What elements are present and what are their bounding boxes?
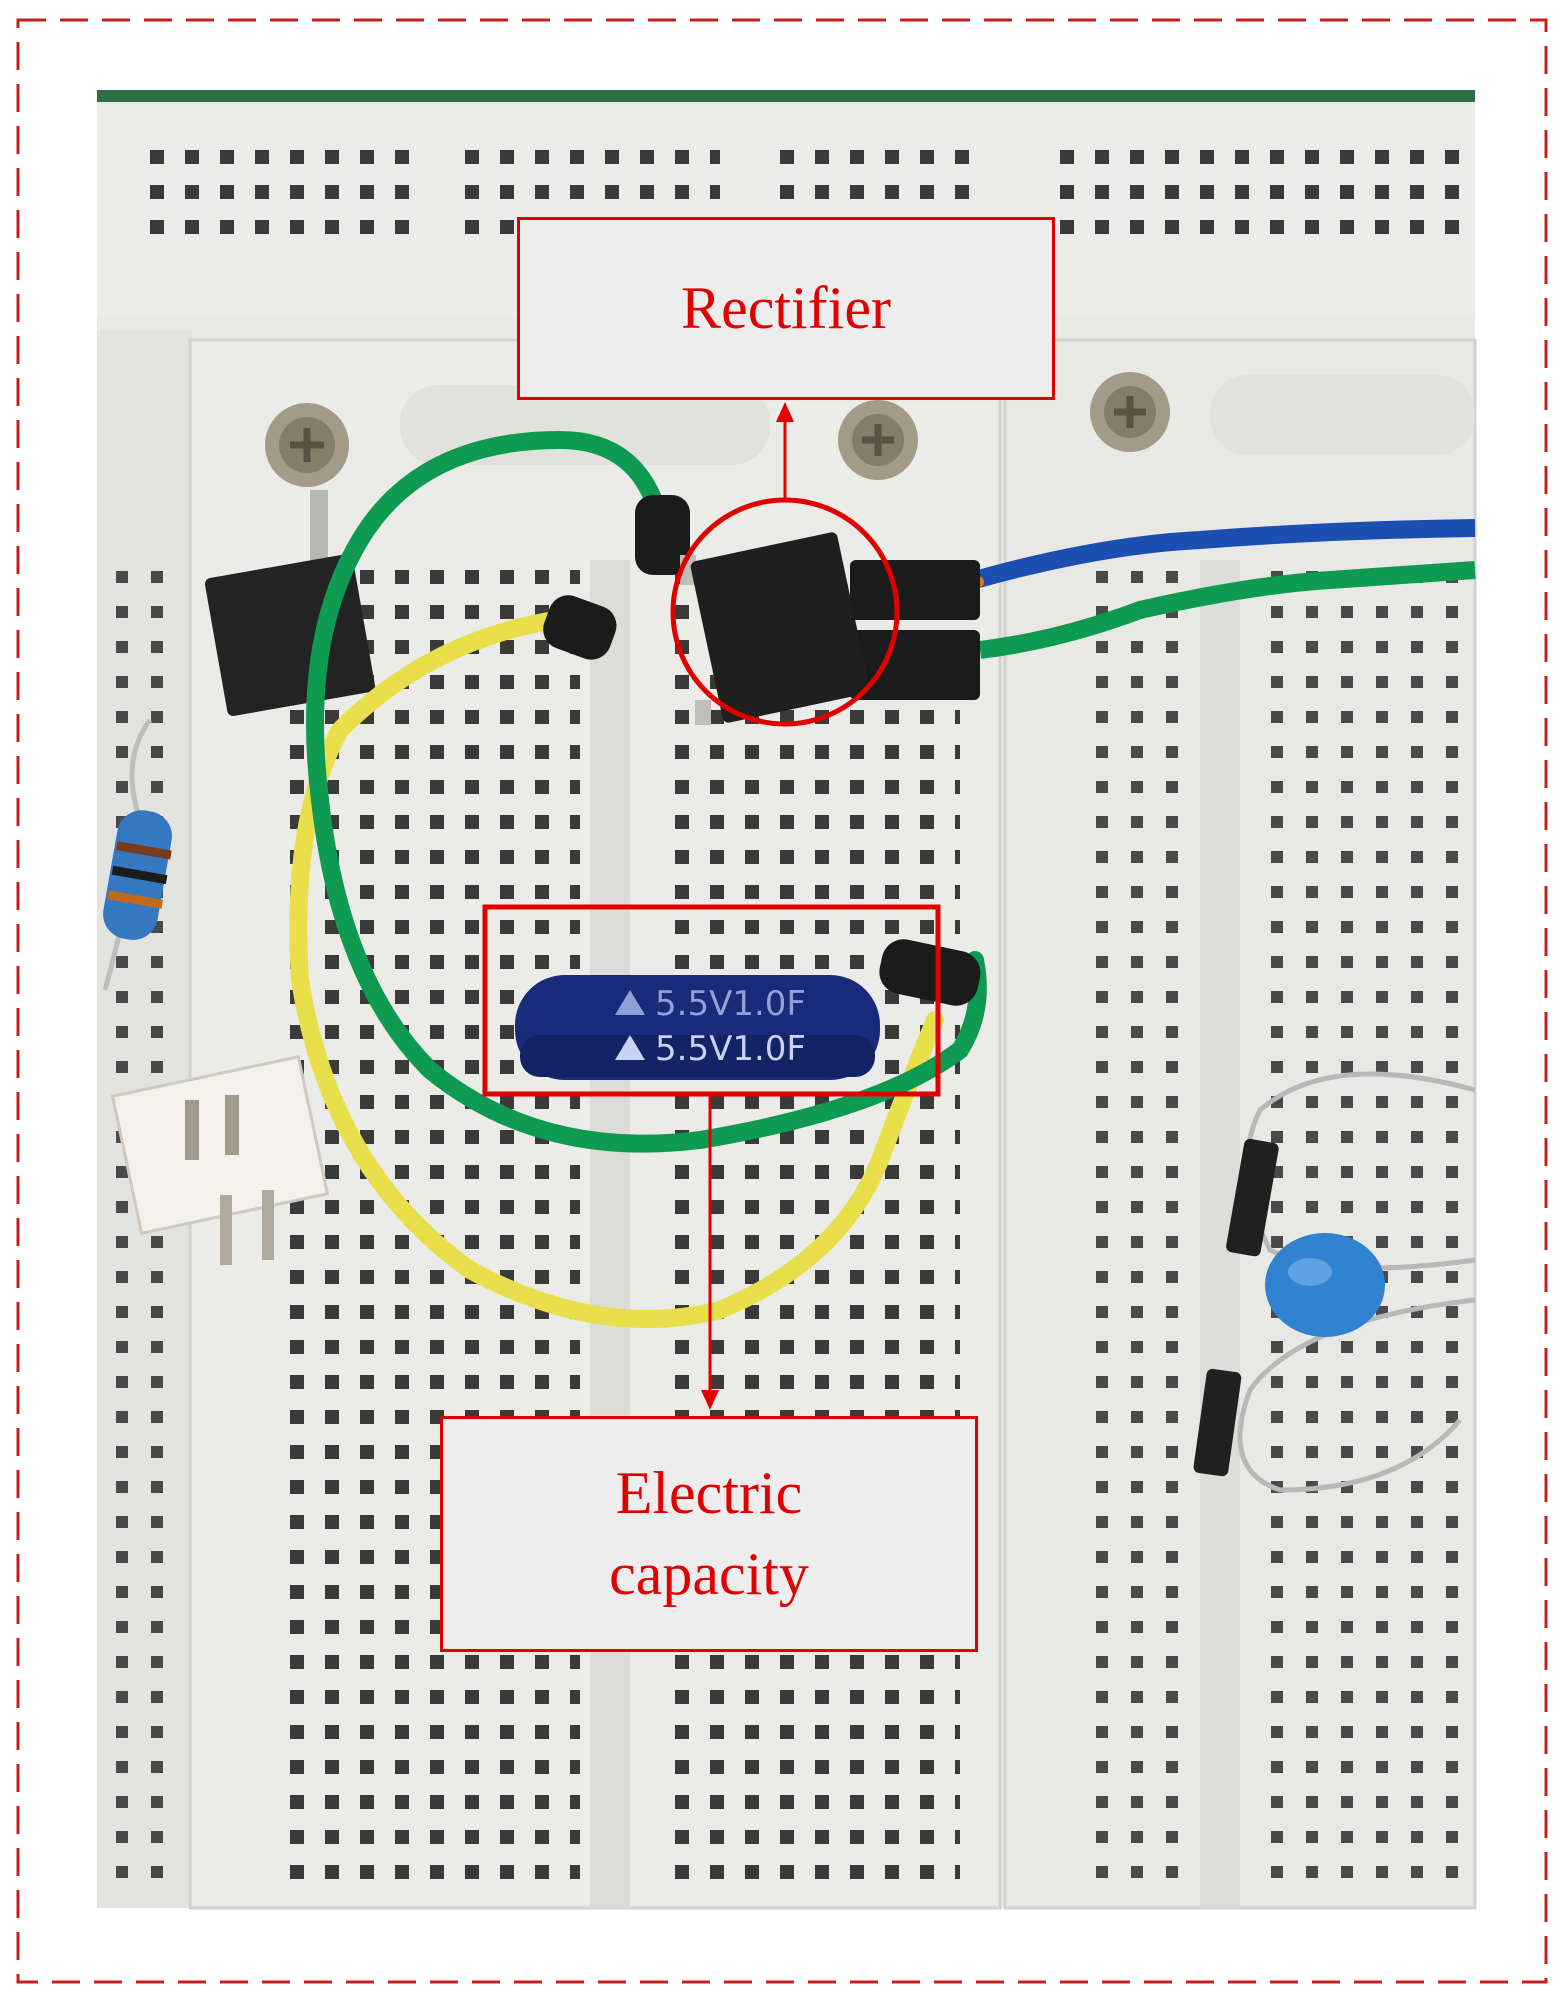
screws [265, 372, 1170, 487]
jumper-plugs [543, 495, 981, 1006]
wire-green-right [978, 561, 1476, 659]
rectifier-label: Rectifier [517, 217, 1055, 400]
rectifier-marker-circle [670, 497, 900, 727]
wire-blue [972, 519, 1476, 589]
electric-capacity-label-line1: Electric [615, 1460, 803, 1526]
electric-capacity-label: Electric capacity [440, 1416, 978, 1652]
supercapacitor-marking-top: 5.5V1.0F [655, 984, 806, 1024]
supercapacitor: 5.5V1.0F 5.5V1.0F [515, 975, 880, 1080]
resistor [102, 718, 172, 991]
jst-connector [110, 1054, 330, 1265]
diodes-and-ceramic-capacitor [1193, 1071, 1476, 1493]
electric-capacity-label-line2: capacity [609, 1541, 809, 1607]
wire-yellow [289, 611, 944, 1328]
rectifier-annotation [670, 402, 900, 727]
top-rail-holes [140, 150, 1460, 250]
capacitor-annotation [482, 904, 941, 1410]
outer-dashed-frame [16, 18, 1548, 1984]
supercapacitor-marking-bottom: 5.5V1.0F [655, 1029, 806, 1069]
wire-green-loop [306, 430, 987, 1153]
